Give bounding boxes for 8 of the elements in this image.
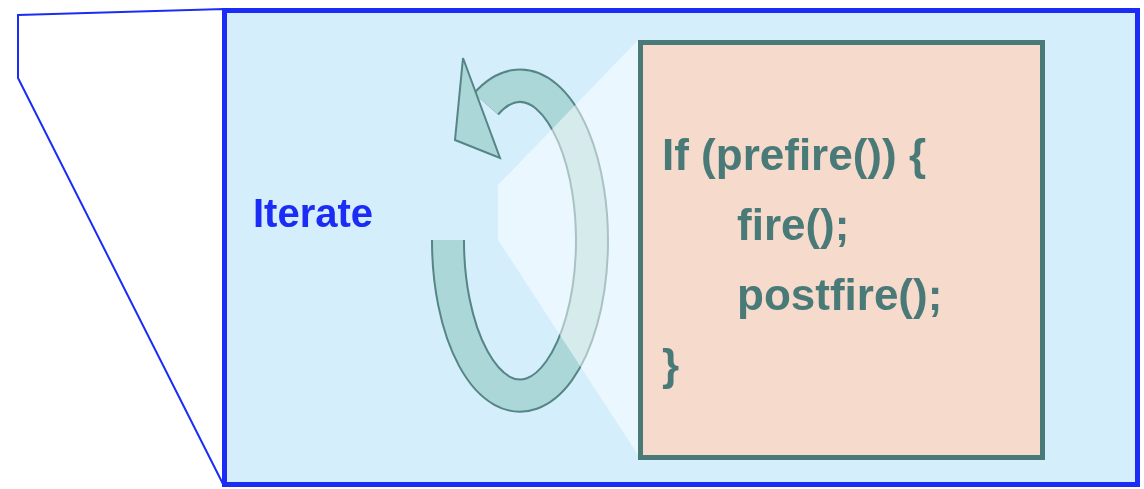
code-box [638, 40, 1045, 460]
code-line: fire(); [737, 199, 850, 251]
loop-label: Iterate [253, 190, 374, 237]
code-line: } [662, 339, 680, 391]
zoom-callout-wedge [498, 40, 638, 455]
code-line: postfire(); [737, 269, 943, 321]
code-line: If (prefire()) { [662, 129, 926, 181]
iteration-panel [222, 8, 1140, 487]
